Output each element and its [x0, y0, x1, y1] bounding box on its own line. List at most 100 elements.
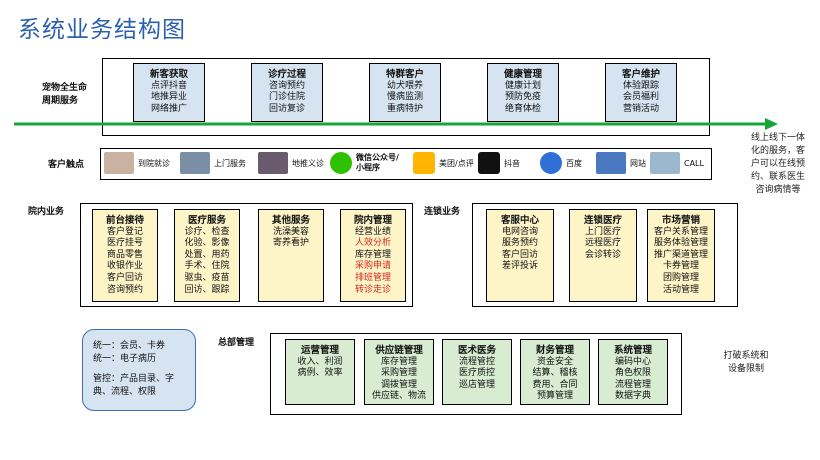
lifecycle-card: 特群客户幼犬喂养慢病监测重病特护 [369, 63, 441, 122]
wechat-icon [330, 152, 352, 174]
chain-card: 客服中心电网咨询服务预约客户回访差评投诉 [486, 209, 554, 302]
inhospital-card: 院内管理经营业绩人效分析库存管理采购申请排班管理转诊走诊 [340, 209, 406, 302]
inhospital-card: 前台接待客户登记医疗挂号商品零售收银作业客户回访咨询预约 [92, 209, 158, 302]
chain-card-item: 远程医疗 [584, 238, 621, 249]
online-note-line: 约、联系医生 [750, 172, 805, 182]
chain-card-title: 市场营销 [661, 215, 700, 226]
inhospital-card-item: 洗澡美容 [272, 226, 309, 237]
hq-card: 运营管理收入、利润病例、效率 [285, 339, 355, 405]
lifecycle-card-item: 地推异业 [150, 92, 187, 103]
hq-card-item: 编码中心 [614, 356, 651, 367]
inhospital-card-item: 商品零售 [106, 249, 143, 260]
touchpoint-label: 抖音 [504, 158, 520, 168]
lifecycle-card-item: 点评抖音 [150, 80, 187, 91]
touchpoint-label: 微信公众号/小程序 [356, 153, 399, 172]
lifecycle-card-item: 绝育体检 [504, 103, 541, 114]
lifecycle-card: 客户维护体验跟踪会员福利营销活动 [605, 63, 677, 122]
chain-card-title: 连锁医疗 [583, 215, 622, 226]
lifecycle-card-item: 重病特护 [386, 103, 423, 114]
lifecycle-card: 诊疗过程咨询预约门诊住院回访复诊 [251, 63, 323, 122]
touchpoint-item[interactable]: 网站 [596, 152, 646, 174]
online-note-line: 化的服务，客 [750, 146, 805, 156]
touchpoint-item[interactable]: 上门服务 [180, 152, 246, 174]
lifecycle-card-item: 回访复诊 [268, 103, 305, 114]
unified-control-box: 统一：会员、卡券 统一：电子病历 管控：产品目录、字 典、流程、权限 [82, 329, 196, 411]
hq-card: 系统管理编码中心角色权限流程管理数据字典 [598, 339, 668, 405]
hq-card-item: 流程管控 [458, 356, 495, 367]
chain-card-item: 服务预约 [501, 238, 538, 249]
chain-card: 市场营销客户关系管理服务体验管理推广渠道管理卡券管理团购管理活动管理 [647, 209, 715, 302]
unified-line2: 统一：电子病历 [93, 354, 157, 364]
meituan-icon [413, 152, 435, 174]
hospital-visit-icon [104, 152, 134, 174]
unified-line4: 典、流程、权限 [93, 387, 157, 397]
touchpoint-label: 网站 [630, 158, 646, 168]
inhospital-card-title: 院内管理 [353, 215, 392, 226]
chain-card-item: 团购管理 [662, 272, 699, 283]
chain-card-item: 上门医疗 [584, 226, 621, 237]
home-service-icon [180, 152, 210, 174]
hq-card-item: 数据字典 [614, 391, 651, 402]
hq-card-title: 财务管理 [535, 345, 574, 356]
douyin-icon [478, 152, 500, 174]
lifecycle-card-item: 门诊住院 [268, 92, 305, 103]
lifecycle-card-title: 客户维护 [621, 69, 660, 80]
touchpoint-label: 百度 [566, 158, 582, 168]
touchpoints-label: 客户触点 [48, 160, 85, 170]
chain-card-item: 会诊转诊 [584, 249, 621, 260]
lifecycle-card-item: 网络推广 [150, 103, 187, 114]
website-icon [596, 152, 626, 174]
chain-card-item: 客户回访 [501, 249, 538, 260]
inhospital-card-item: 采购申请 [354, 261, 391, 272]
inhospital-card-item: 驱虫、疫苗 [184, 272, 230, 283]
touchpoint-label: 地推义诊 [292, 158, 324, 168]
chain-card-item: 推广渠道管理 [653, 249, 708, 260]
inhospital-card-item: 排班管理 [354, 272, 391, 283]
hq-card-item: 流程管理 [614, 379, 651, 390]
inhospital-card: 其他服务洗澡美容寄养看护 [258, 209, 324, 302]
hq-card-item: 库存管理 [380, 356, 417, 367]
touchpoint-item[interactable]: 微信公众号/小程序 [330, 152, 400, 174]
touchpoint-item[interactable]: 到院就诊 [104, 152, 170, 174]
hq-card-item: 预算管理 [536, 391, 573, 402]
break-note-line: 打破系统和 [723, 351, 769, 361]
hq-card-item: 医疗质控 [458, 368, 495, 379]
lifecycle-card-item: 健康计划 [504, 80, 541, 91]
lifecycle-card-item: 体验跟踪 [622, 80, 659, 91]
inhospital-card: 医疗服务诊疗、检查化验、影像处置、用药手术、住院驱虫、疫苗回访、跟踪 [174, 209, 240, 302]
timeline-arrow [14, 118, 778, 130]
inhospital-card-item: 处置、用药 [184, 249, 230, 260]
hq-card-item: 巡店管理 [458, 379, 495, 390]
chain-card-item: 客户关系管理 [653, 226, 708, 237]
lifecycle-label-line1: 宠物全生命 [42, 83, 88, 93]
lifecycle-card-item: 慢病监测 [386, 92, 423, 103]
touchpoint-item[interactable]: 地推义诊 [258, 152, 324, 174]
lifecycle-card-title: 健康管理 [503, 69, 542, 80]
touchpoint-item[interactable]: 美团/点评 [413, 152, 474, 174]
inhospital-card-item: 客户回访 [106, 272, 143, 283]
inhospital-card-item: 诊疗、检查 [184, 226, 230, 237]
inhospital-card-title: 医疗服务 [187, 215, 226, 226]
hq-card-title: 运营管理 [300, 345, 339, 356]
lifecycle-card-item: 咨询预约 [268, 80, 305, 91]
touchpoint-label: CALL [684, 158, 704, 168]
inhospital-card-item: 库存管理 [354, 249, 391, 260]
hq-card-item: 供应链、物流 [371, 391, 426, 402]
lifecycle-card-item: 营销活动 [622, 103, 659, 114]
call-center-icon [650, 152, 680, 174]
touchpoint-item[interactable]: 抖音 [478, 152, 520, 174]
lifecycle-label-line2: 周期服务 [42, 96, 79, 106]
inhospital-card-item: 回访、跟踪 [184, 284, 230, 295]
touchpoint-item[interactable]: CALL [650, 152, 704, 174]
touchpoint-item[interactable]: 百度 [540, 152, 582, 174]
touchpoint-label: 到院就诊 [138, 158, 170, 168]
page-title: 系统业务结构图 [18, 17, 186, 43]
lifecycle-card: 健康管理健康计划预防免疫绝育体检 [487, 63, 559, 122]
touchpoint-label: 上门服务 [214, 158, 246, 168]
inhospital-card-title: 其他服务 [271, 215, 310, 226]
chain-card-item: 卡券管理 [662, 261, 699, 272]
chain-card: 连锁医疗上门医疗远程医疗会诊转诊 [569, 209, 637, 302]
unified-line3: 管控：产品目录、字 [93, 374, 175, 384]
inhospital-card-item: 手术、住院 [184, 261, 230, 272]
hq-card-item: 收入、利润 [297, 356, 343, 367]
